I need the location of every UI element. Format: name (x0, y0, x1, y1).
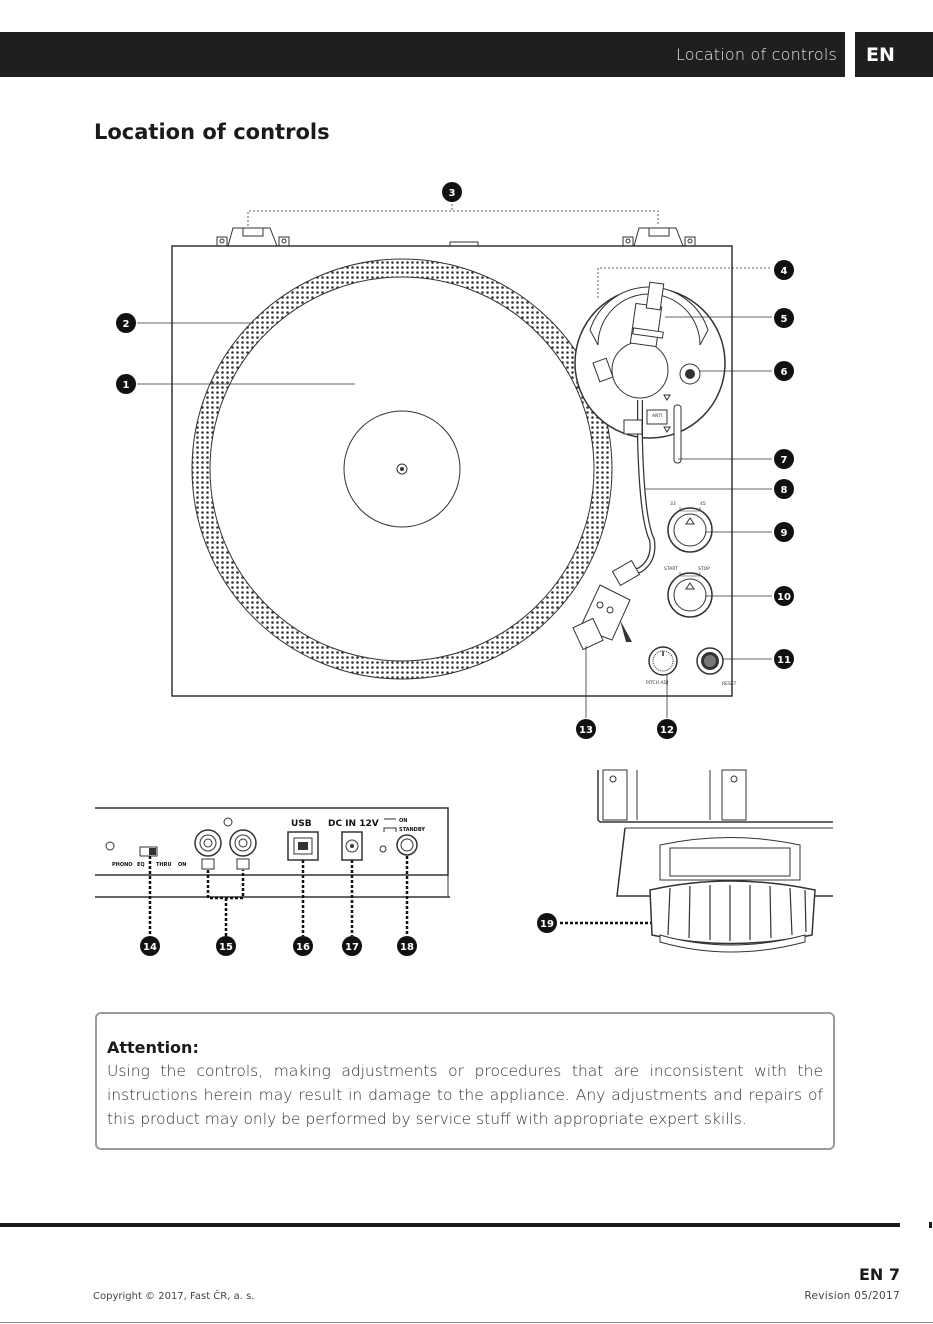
svg-text:14: 14 (143, 942, 157, 953)
svg-text:4: 4 (781, 266, 788, 277)
callout-9: 9 (774, 522, 794, 542)
tonearm-lift (673, 404, 682, 464)
counterweight (629, 281, 665, 348)
dust-cover-hinge-left (216, 227, 290, 247)
svg-text:RESET: RESET (722, 681, 737, 687)
svg-text:33: 33 (670, 501, 676, 507)
tonearm (621, 400, 656, 578)
svg-text:THRU: THRU (156, 862, 172, 868)
svg-text:ON: ON (178, 862, 186, 868)
phono-eq-switch: PHONO EQ THRU ON (112, 846, 186, 868)
callout-7: 7 (774, 449, 794, 469)
svg-text:9: 9 (781, 528, 788, 539)
svg-text:EQ: EQ (137, 862, 145, 868)
svg-text:ON: ON (399, 818, 407, 824)
footer-divider (0, 1223, 900, 1227)
attention-body: Using the controls, making adjustments o… (107, 1062, 823, 1128)
callout-11: 11 (774, 649, 794, 669)
language-label: EN (866, 44, 895, 66)
svg-text:45: 45 (700, 501, 706, 507)
language-badge (855, 32, 933, 77)
svg-text:16: 16 (296, 942, 310, 953)
svg-text:START: START (664, 566, 678, 572)
leader-lines-rear (148, 856, 655, 936)
footer-divider-end (929, 1222, 932, 1228)
adjustable-foot-detail (597, 769, 833, 953)
attention-box: Attention: Using the controls, making ad… (95, 1012, 835, 1150)
turntable-diagram: ANTI (95, 182, 833, 956)
callout-badges: 1 2 3 4 5 6 7 8 9 10 11 12 13 14 15 16 1… (116, 182, 794, 956)
callout-5: 5 (774, 308, 794, 328)
svg-text:10: 10 (777, 592, 791, 603)
callout-12: 12 (657, 719, 677, 739)
callout-17: 17 (342, 936, 362, 956)
speed-select-button: 33 45 (667, 501, 713, 553)
svg-text:8: 8 (781, 485, 788, 496)
svg-text:STOP: STOP (698, 566, 710, 572)
svg-text:1: 1 (123, 380, 130, 391)
callout-8: 8 (774, 479, 794, 499)
svg-text:18: 18 (400, 942, 414, 953)
svg-text:2: 2 (123, 319, 130, 330)
dust-cover-hinge-right (622, 227, 696, 247)
power-switch: ON STANDBY (379, 818, 425, 856)
svg-text:PITCH ADJ: PITCH ADJ (646, 680, 668, 686)
rca-output-jacks (194, 817, 257, 870)
svg-text:6: 6 (781, 367, 788, 378)
callout-4: 4 (774, 260, 794, 280)
page-title: Location of controls (94, 120, 330, 144)
svg-text:PHONO: PHONO (112, 862, 133, 868)
svg-text:3: 3 (449, 188, 456, 199)
callout-1: 1 (116, 374, 136, 394)
pitch-reset-button: RESET (696, 647, 737, 687)
callout-19: 19 (537, 913, 557, 933)
attention-title: Attention: (107, 1038, 199, 1057)
headshell (572, 559, 641, 651)
callout-10: 10 (774, 586, 794, 606)
callout-3: 3 (442, 182, 462, 202)
svg-text:19: 19 (540, 919, 554, 930)
page-bottom-edge (0, 1322, 933, 1323)
svg-text:15: 15 (219, 942, 233, 953)
svg-text:STANDBY: STANDBY (399, 827, 425, 833)
svg-text:ANTI: ANTI (652, 413, 663, 419)
svg-text:7: 7 (781, 455, 788, 466)
turntable-top-view: ANTI (171, 227, 737, 697)
callout-16: 16 (293, 936, 313, 956)
callout-18: 18 (397, 936, 417, 956)
rear-panel: PHONO EQ THRU ON USB DC IN 12V (95, 807, 450, 898)
svg-text:12: 12 (660, 725, 674, 736)
svg-text:17: 17 (345, 942, 359, 953)
svg-text:11: 11 (777, 655, 791, 666)
header-section-title: Location of controls (675, 45, 837, 64)
start-stop-button: START STOP (664, 566, 713, 618)
svg-text:13: 13 (579, 725, 593, 736)
copyright-notice: Copyright © 2017, Fast ČR, a. s. (93, 1291, 255, 1302)
dc-in-jack: DC IN 12V (328, 819, 379, 861)
page-number: EN 7 (858, 1265, 900, 1284)
header-bar (0, 32, 845, 77)
leader-lines-top (137, 200, 772, 718)
svg-text:USB: USB (291, 819, 312, 829)
callout-13: 13 (576, 719, 596, 739)
callout-14: 14 (140, 936, 160, 956)
callout-15: 15 (216, 936, 236, 956)
callout-6: 6 (774, 361, 794, 381)
tonearm-base: ANTI (574, 286, 726, 439)
revision-label: Revision 05/2017 (804, 1290, 900, 1302)
svg-text:5: 5 (781, 314, 788, 325)
pitch-adjust-knob: PITCH ADJ (646, 646, 678, 686)
callout-2: 2 (116, 313, 136, 333)
svg-text:DC IN 12V: DC IN 12V (328, 819, 379, 829)
